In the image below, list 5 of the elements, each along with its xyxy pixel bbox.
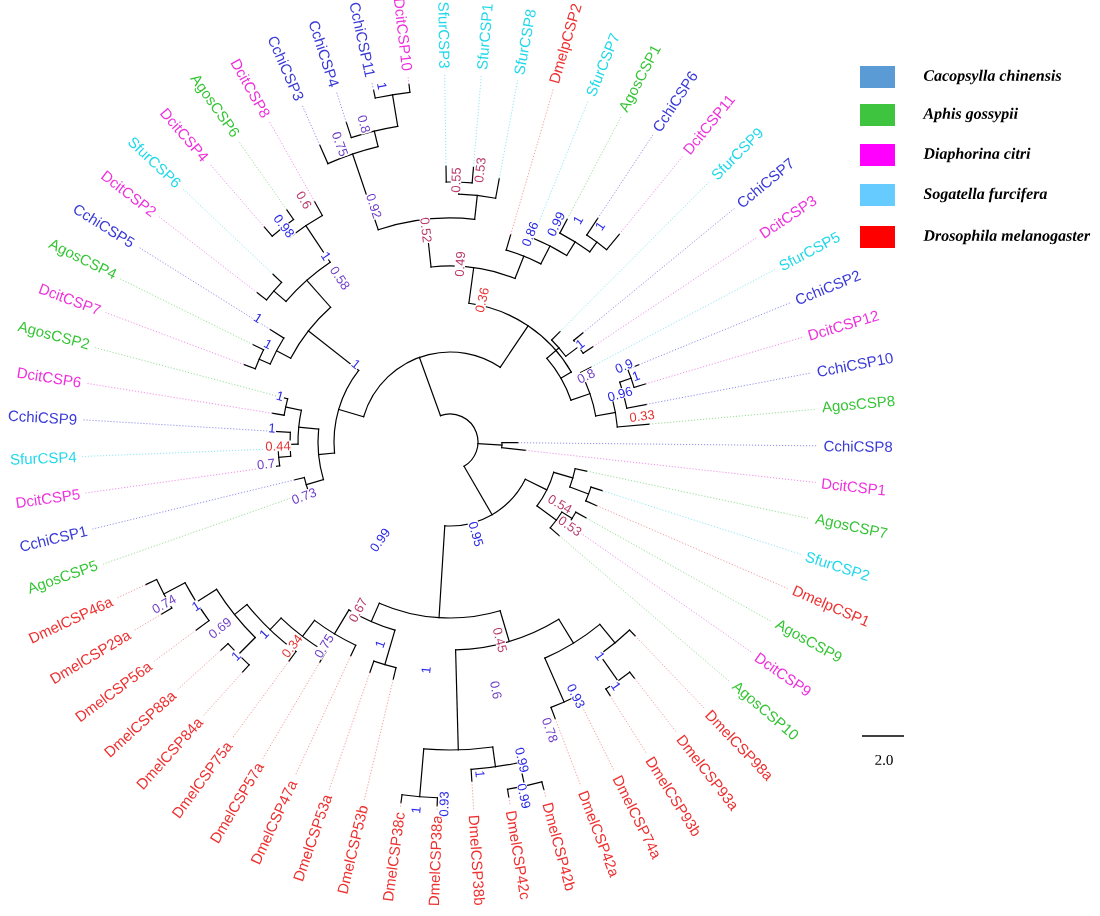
legend-label: Drosophila melanogaster (923, 229, 1091, 245)
legend-label: Cacopsylla chinensis (923, 69, 1062, 85)
legend-label: Aphis gossypii (922, 107, 1018, 123)
legend-label: Diaphorina citri (923, 147, 1031, 163)
legend-label: Sogatella furcifera (923, 187, 1047, 203)
